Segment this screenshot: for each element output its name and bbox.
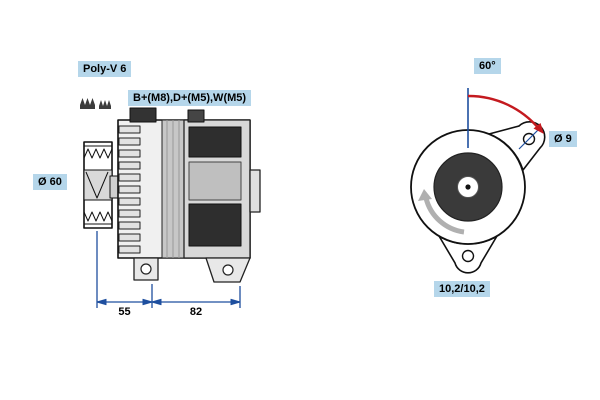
stator-band — [161, 119, 185, 259]
terminals-label: B+(M8),D+(M5),W(M5) — [128, 90, 252, 106]
rear-terminal — [187, 109, 205, 123]
lug-width-label: 10,2/10,2 — [434, 281, 490, 297]
dimension-82: 82 — [189, 306, 203, 318]
pulley — [83, 141, 113, 229]
cooling-fins — [118, 125, 141, 254]
rear-mounting-lug — [205, 257, 251, 283]
side-view — [80, 98, 261, 308]
dimension-lines — [96, 231, 241, 308]
rear-bearing-boss — [249, 169, 261, 213]
belt-profile-icon — [80, 98, 111, 109]
terminal-block — [129, 107, 157, 123]
rotor-disc — [433, 152, 503, 222]
alternator-body — [117, 107, 261, 283]
rear-view — [410, 88, 546, 274]
angle-arc-arrow — [467, 94, 544, 134]
rotation-direction-arrow — [418, 189, 465, 235]
front-mounting-lug — [133, 257, 159, 281]
hole-axis-line — [518, 127, 541, 150]
dimension-55: 55 — [118, 306, 131, 318]
hole-diameter-label: Ø 9 — [549, 131, 577, 147]
pulley-type-label: Poly-V 6 — [78, 61, 132, 77]
rear-housing — [183, 119, 261, 259]
mount-angle-label: 60° — [474, 58, 501, 74]
mounting-hole-bottom — [461, 249, 475, 263]
pulley-diameter-label: Ø 60 — [33, 174, 67, 190]
